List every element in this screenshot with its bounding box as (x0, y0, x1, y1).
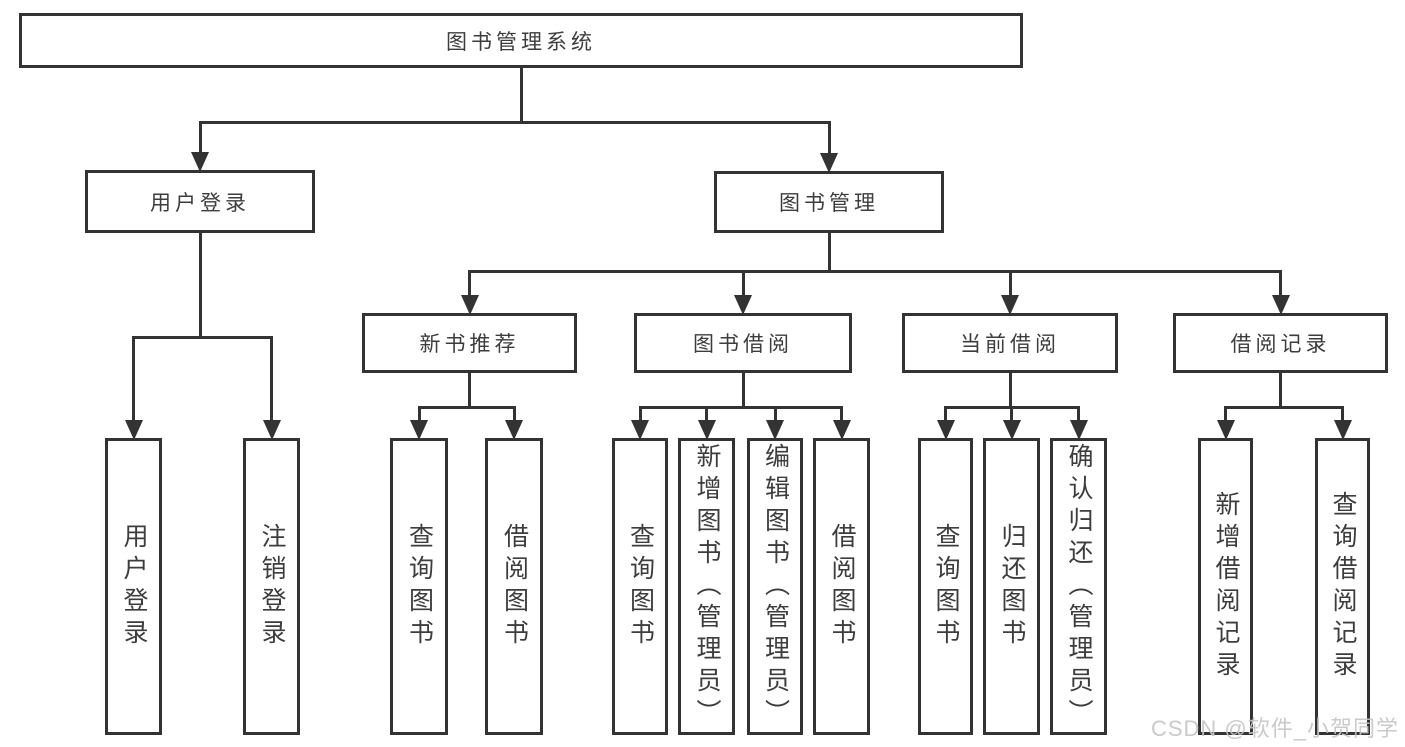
node-query-books-rec: 查询图书 (390, 438, 448, 735)
node-book-borrow: 图书借阅 (634, 313, 852, 373)
connector-drop (1341, 406, 1344, 422)
arrow-down-icon (820, 153, 838, 173)
connector-stem (827, 231, 831, 273)
csdn-watermark: CSDN @软件_小贺同学 (1150, 716, 1399, 741)
connector-bar (132, 336, 273, 339)
node-add-book-admin: 新增图书（管理员） (678, 438, 735, 735)
arrow-down-icon (410, 420, 428, 440)
node-new-book-rec: 新书推荐 (362, 313, 577, 373)
arrow-down-icon (1002, 420, 1021, 440)
node-borrow-books-rec: 借阅图书 (485, 438, 543, 735)
arrow-down-icon (191, 152, 209, 172)
connector-drop (132, 336, 135, 422)
connector-stem (1279, 371, 1282, 409)
arrow-down-icon (124, 420, 143, 440)
connector-bar (417, 406, 516, 409)
node-root: 图书管理系统 (19, 13, 1023, 68)
connector-stem (468, 371, 471, 409)
connector-drop (417, 406, 421, 422)
connector-bar (468, 270, 1282, 273)
node-book-mgmt: 图书管理 (714, 171, 944, 233)
connector-drop (1010, 406, 1013, 422)
connector-drop (1224, 406, 1227, 422)
connector-bar (1224, 406, 1344, 409)
node-add-borrow-record: 新增借阅记录 (1198, 438, 1253, 735)
connector-drop (944, 406, 947, 422)
arrow-down-icon (1216, 420, 1235, 440)
connector-drop (270, 336, 273, 422)
arrow-down-icon (1333, 420, 1352, 440)
arrow-down-icon (832, 420, 851, 440)
node-edit-book-admin: 编辑图书（管理员） (747, 438, 803, 735)
arrow-down-icon (1271, 295, 1290, 315)
node-borrow-books-borrow: 借阅图书 (813, 438, 870, 735)
arrow-down-icon (697, 420, 716, 440)
arrow-down-icon (505, 420, 523, 440)
connector-stem (741, 371, 745, 409)
node-user-login: 用户登录 (105, 438, 162, 735)
connector-drop (198, 121, 202, 154)
connector-drop (468, 270, 471, 297)
connector-bar (638, 406, 843, 409)
node-return-book: 归还图书 (983, 438, 1040, 735)
connector-drop (705, 406, 708, 422)
node-user-login-branch: 用户登录 (85, 170, 315, 233)
node-query-borrow-record: 查询借阅记录 (1315, 438, 1370, 735)
node-confirm-return-admin: 确认归还（管理员） (1050, 438, 1107, 735)
arrow-down-icon (766, 420, 784, 440)
connector-drop (1077, 406, 1080, 422)
connector-drop (512, 406, 516, 422)
connector-stem (198, 231, 202, 339)
arrow-down-icon (734, 295, 752, 315)
arrow-down-icon (460, 295, 479, 315)
connector-drop (773, 406, 777, 422)
arrow-down-icon (1069, 420, 1088, 440)
connector-drop (840, 406, 843, 422)
connector-stem (519, 66, 523, 124)
node-current-borrow: 当前借阅 (902, 313, 1118, 373)
connector-drop (741, 270, 745, 297)
connector-drop (1008, 270, 1012, 297)
connector-drop (827, 121, 831, 155)
arrow-down-icon (262, 420, 281, 440)
node-query-books-current: 查询图书 (918, 438, 973, 735)
node-query-books-borrow: 查询图书 (612, 438, 668, 735)
connector-bar (198, 121, 831, 124)
node-logout: 注销登录 (243, 438, 300, 735)
arrow-down-icon (936, 420, 955, 440)
arrow-down-icon (1001, 295, 1019, 315)
arrow-down-icon (631, 420, 649, 440)
connector-drop (1279, 270, 1282, 297)
connector-drop (638, 406, 642, 422)
node-borrow-records: 借阅记录 (1173, 313, 1388, 373)
connector-stem (1008, 371, 1012, 409)
